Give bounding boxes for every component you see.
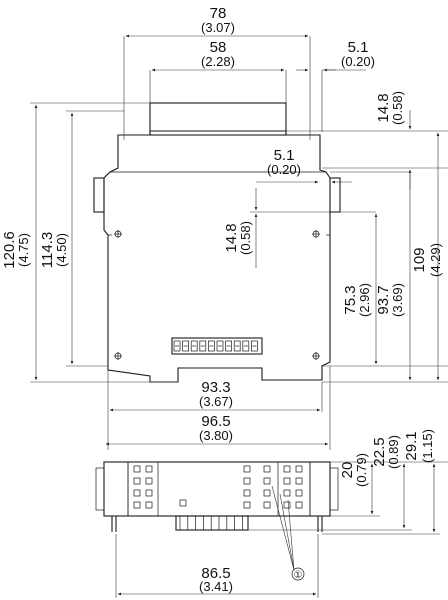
terminal-square bbox=[243, 501, 251, 509]
dim-96-5-in: (3.80) bbox=[199, 428, 233, 443]
terminal-square bbox=[243, 465, 251, 473]
terminal-square bbox=[295, 501, 303, 509]
terminal-square bbox=[263, 465, 271, 473]
top-connector-block bbox=[149, 102, 287, 136]
dim-109-mm: 109 bbox=[411, 247, 428, 272]
terminal-square bbox=[145, 489, 153, 497]
terminal-square bbox=[263, 489, 271, 497]
dim-58-in: (2.28) bbox=[201, 54, 235, 69]
screw-icon bbox=[312, 352, 320, 360]
dim-22-5-in: (0.89) bbox=[386, 435, 401, 469]
dim-58-mm: 58 bbox=[210, 39, 227, 56]
dim-109-in: (4.29) bbox=[428, 243, 443, 277]
screw-icon bbox=[114, 352, 122, 360]
terminal-square bbox=[263, 501, 271, 509]
dim-78-mm: 78 bbox=[210, 5, 227, 22]
housing-outline bbox=[103, 130, 331, 383]
dim-5-1-top-in: (0.20) bbox=[341, 54, 375, 69]
dim-86-5-in: (3.41) bbox=[199, 579, 233, 594]
left-side-clip bbox=[93, 177, 105, 213]
terminal-cell bbox=[216, 340, 224, 352]
terminal-cell bbox=[190, 340, 198, 352]
right-side-clip bbox=[329, 177, 341, 213]
terminal-square bbox=[263, 477, 271, 485]
dim-93-3-mm: 93.3 bbox=[201, 379, 230, 396]
dim-29-1-mm: 29.1 bbox=[403, 431, 420, 460]
dim-14-8-right-in: (0.58) bbox=[390, 91, 405, 125]
dim-114-3-in: (4.50) bbox=[54, 233, 69, 267]
terminal-strip bbox=[171, 337, 263, 355]
dim-75-3-mm: 75.3 bbox=[342, 285, 359, 314]
dim-5-1-top-mm: 5.1 bbox=[348, 39, 369, 56]
terminal-cell bbox=[173, 340, 181, 352]
terminal-square bbox=[243, 477, 251, 485]
dim-20-in: (0.79) bbox=[354, 453, 369, 487]
dim-114-3-mm: 114.3 bbox=[39, 232, 56, 268]
dim-96-5-mm: 96.5 bbox=[201, 413, 230, 430]
terminal-square bbox=[133, 465, 141, 473]
front-view bbox=[93, 102, 341, 383]
screw-icon bbox=[312, 230, 320, 238]
terminal-square bbox=[133, 489, 141, 497]
terminal-square bbox=[283, 477, 291, 485]
terminal-square bbox=[133, 501, 141, 509]
terminal-cell bbox=[225, 340, 232, 352]
callout-label: ① bbox=[294, 570, 303, 581]
terminal-square bbox=[295, 477, 303, 485]
dim-75-3-in: (2.96) bbox=[357, 283, 372, 317]
screw-icon bbox=[114, 230, 122, 238]
dim-78-in: (3.07) bbox=[201, 20, 235, 35]
dim-14-8-mid-in: (0.58) bbox=[238, 221, 253, 255]
terminal-square bbox=[145, 477, 153, 485]
terminal-square bbox=[145, 501, 153, 509]
terminal-cell bbox=[199, 340, 207, 352]
terminal-square bbox=[283, 501, 291, 509]
terminal-square bbox=[179, 499, 187, 507]
dim-29-1-in: (1.15) bbox=[420, 429, 435, 463]
dim-22-5-mm: 22.5 bbox=[371, 437, 388, 466]
terminal-square bbox=[283, 465, 291, 473]
dim-120-6-mm: 120.6 bbox=[1, 231, 18, 269]
dim-5-1-mid-mm: 5.1 bbox=[274, 147, 295, 164]
dim-14-8-mid-mm: 14.8 bbox=[223, 223, 240, 252]
dim-93-3-in: (3.67) bbox=[199, 394, 233, 409]
terminal-cell bbox=[242, 340, 250, 352]
terminal-square bbox=[295, 489, 303, 497]
dim-86-5-mm: 86.5 bbox=[201, 565, 230, 582]
terminal-square bbox=[295, 465, 303, 473]
terminal-square bbox=[243, 489, 251, 497]
dim-93-7-in: (3.69) bbox=[390, 283, 405, 317]
terminal-cell bbox=[233, 340, 241, 352]
bottom-view: ① bbox=[95, 461, 339, 581]
terminal-cell bbox=[208, 340, 215, 352]
terminal-square bbox=[133, 477, 141, 485]
terminal-cell bbox=[182, 340, 189, 352]
terminal-cell bbox=[251, 340, 258, 352]
dim-93-7-mm: 93.7 bbox=[375, 285, 392, 314]
terminal-square bbox=[145, 465, 153, 473]
dim-14-8-right-mm: 14.8 bbox=[375, 93, 392, 122]
dim-5-1-mid-in: (0.20) bbox=[267, 162, 301, 177]
dim-120-6-in: (4.75) bbox=[16, 233, 31, 267]
dim-20-mm: 20 bbox=[339, 462, 356, 479]
terminal-square bbox=[283, 489, 291, 497]
callout-marker bbox=[291, 567, 305, 581]
